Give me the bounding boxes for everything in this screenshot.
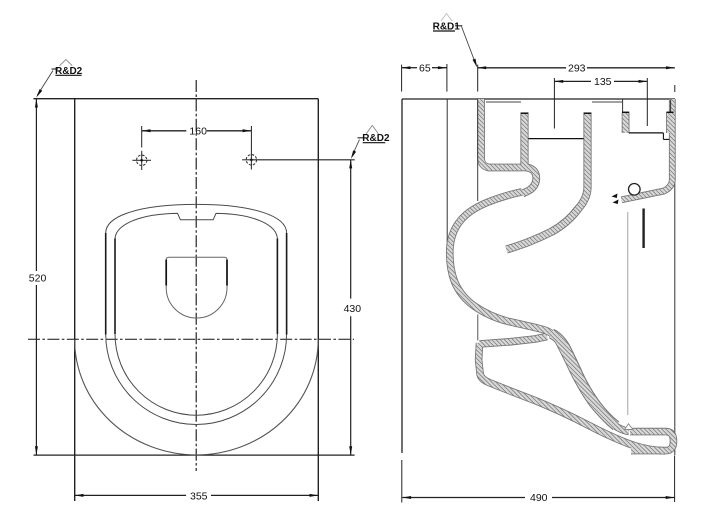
- svg-text:135: 135: [594, 76, 612, 88]
- svg-text:160: 160: [189, 125, 207, 137]
- svg-text:490: 490: [530, 492, 548, 504]
- svg-text:355: 355: [190, 491, 208, 503]
- svg-text:520: 520: [29, 272, 47, 284]
- svg-text:R&D2: R&D2: [362, 133, 390, 144]
- svg-text:430: 430: [344, 303, 362, 315]
- svg-text:65: 65: [419, 62, 431, 74]
- svg-text:R&D1: R&D1: [433, 22, 461, 33]
- svg-text:R&D2: R&D2: [55, 66, 83, 77]
- svg-text:293: 293: [568, 62, 586, 74]
